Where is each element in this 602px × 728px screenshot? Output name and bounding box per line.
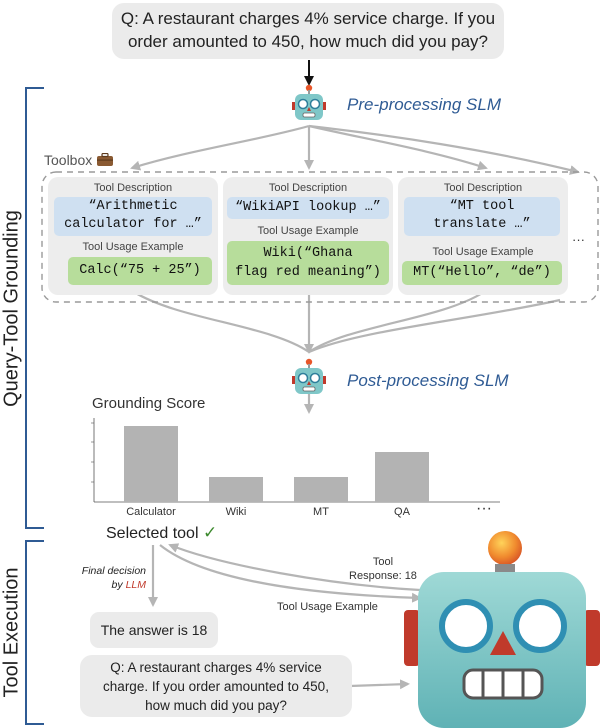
query-bottom-line-3: how much did you pay? [145,698,287,713]
tool-usage-example-label: Tool Usage Example [277,601,378,613]
final-decision-prefix: by [111,579,126,591]
tool-description: “MT tool translate …” [404,197,560,236]
desc-line: translate …” [433,217,531,232]
selected-tool-label: Selected tool ✓ [106,523,217,543]
query-bubble: Q: A restaurant charges 4% service charg… [112,3,504,59]
tool-desc-title: Tool Description [443,182,523,194]
tool-description: “WikiAPI lookup …” [227,197,389,219]
selected-tool-text: Selected tool [106,525,199,542]
final-decision-line-1: Final decision [81,565,146,577]
chart-tick-label: Wiki [225,506,247,518]
robot-icon-pre [292,84,326,120]
chart-title: Grounding Score [92,395,206,412]
chart-bar-qa [375,451,429,502]
desc-line: “MT tool [449,199,515,214]
desc-line: “Arithmetic [88,199,178,214]
post-processing-label: Post-processing SLM [347,371,509,390]
query-bottom-line-2: charge. If you order amounted to 450, [103,679,329,694]
usage-line: Wiki(“Ghana [263,246,353,261]
query-bubble-bottom: Q: A restaurant charges 4% service charg… [80,655,352,717]
chart-bar-mt [294,476,348,502]
chart-bar-wiki [209,476,263,502]
final-decision-line-2: by LLM [56,578,146,592]
side-label-execution: Tool Execution [0,567,23,698]
desc-line: calculator for …” [64,217,202,232]
answer-bubble: The answer is 18 [90,612,218,648]
final-decision-note: Final decision by LLM [56,564,146,592]
tool-card-calculator: Tool Description “Arithmetic calculator … [48,177,218,295]
query-line-1: Q: A restaurant charges 4% service charg… [120,9,496,28]
robot-icon-post [292,358,326,394]
tool-desc-title: Tool Description [93,182,173,194]
briefcase-icon [97,152,114,166]
llm-text: LLM [125,579,146,591]
tool-usage-title: Tool Usage Example [82,241,184,253]
tool-card-wiki: Tool Description “WikiAPI lookup …” Tool… [223,177,393,295]
desc-line: “WikiAPI lookup …” [235,200,381,215]
chart-tick-label: Calculator [126,506,176,518]
tool-response-line-2: Response: 18 [349,570,417,582]
query-line-2: order amounted to 450, how much did you … [127,32,489,51]
side-label-grounding: Query-Tool Grounding [0,210,23,407]
tool-usage-title: Tool Usage Example [257,225,359,237]
usage-line: MT(“Hello”, “de”) [413,265,551,280]
usage-line: flag red meaning”) [235,265,381,280]
chart-tick-label: MT [313,506,329,518]
chart-more: ··· [476,500,492,517]
tool-card-mt: Tool Description “MT tool translate …” T… [398,177,568,295]
tool-response-label: Tool Response: 18 [338,555,428,583]
toolbox-text: Toolbox [44,152,93,168]
tool-usage-example: Wiki(“Ghana flag red meaning”) [227,241,389,285]
pre-processing-label: Pre-processing SLM [347,95,502,114]
tool-desc-title: Tool Description [268,182,348,194]
query-bottom-line-1: Q: A restaurant charges 4% service [110,660,322,675]
check-icon: ✓ [202,523,218,542]
tool-usage-example: Calc(“75 + 25”) [68,257,212,285]
usage-line: Calc(“75 + 25”) [79,263,201,278]
tool-response-line-1: Tool [372,556,394,568]
answer-text: The answer is 18 [100,622,208,638]
tool-usage-example: MT(“Hello”, “de”) [402,261,562,285]
toolbox-label: Toolbox [44,152,114,168]
tool-usage-title: Tool Usage Example [432,246,534,258]
chart-tick-label: QA [394,506,410,518]
tool-description: “Arithmetic calculator for …” [54,197,212,236]
robot-icon-llm [404,531,600,728]
toolbox-more: ··· [572,232,585,247]
chart-bar-calculator [124,426,178,502]
